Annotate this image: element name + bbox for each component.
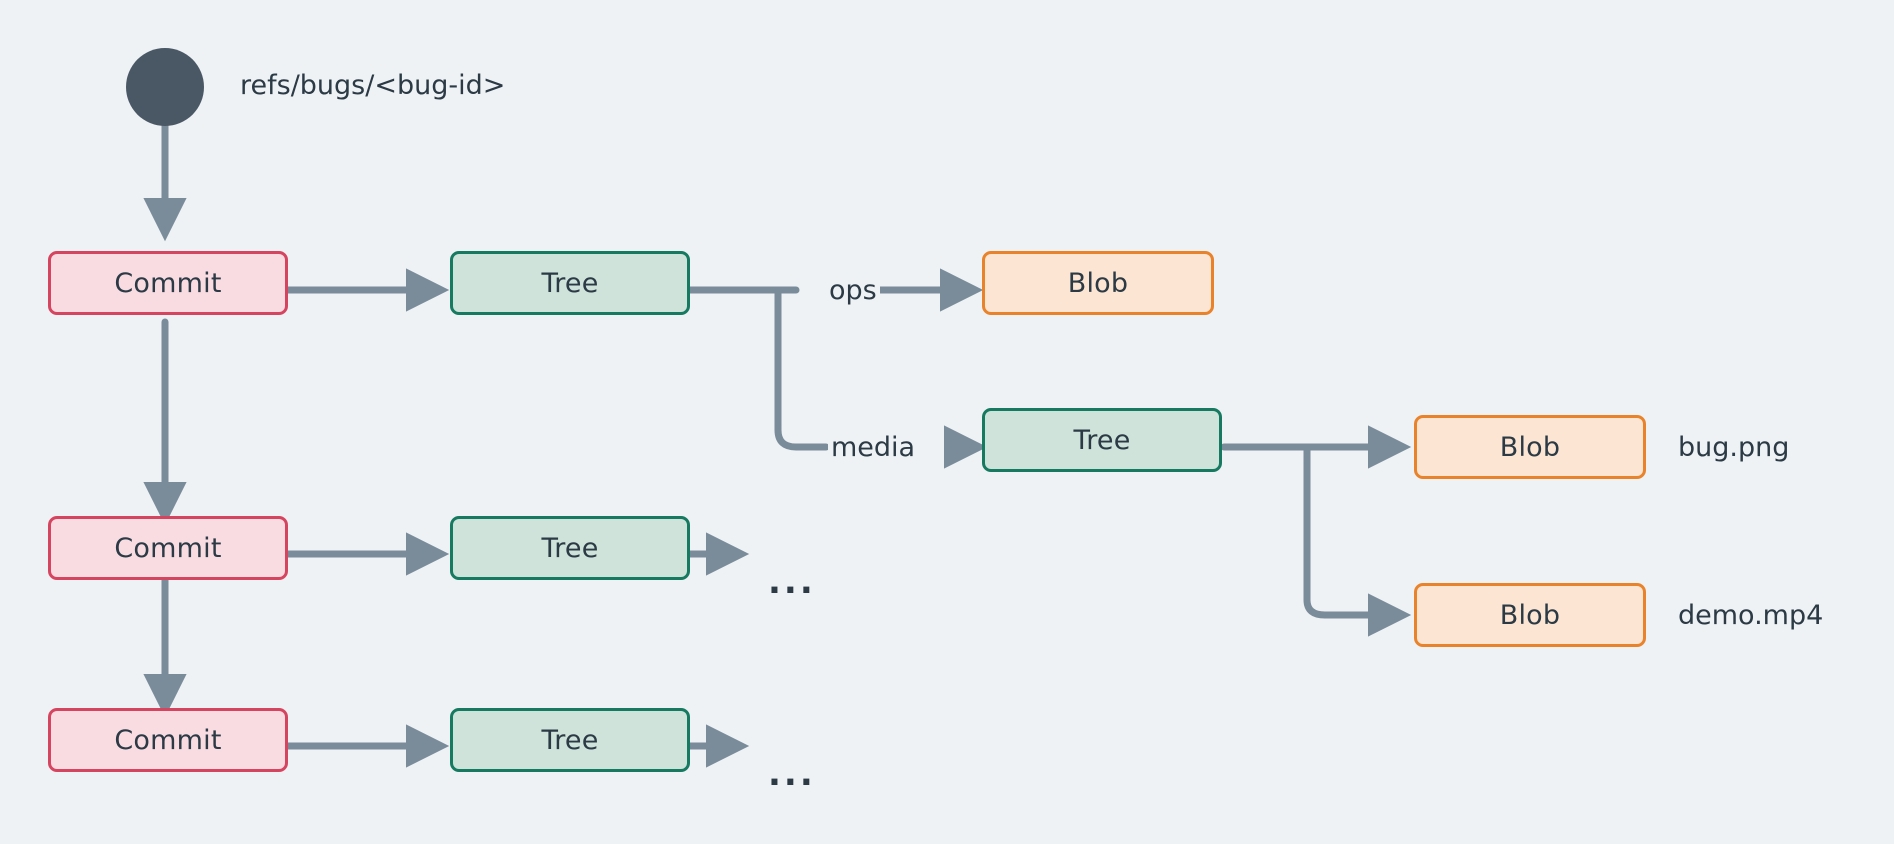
node-label: Tree bbox=[541, 724, 599, 756]
file-label-demo-mp4: demo.mp4 bbox=[1678, 600, 1824, 631]
edge-label-media: media bbox=[828, 434, 919, 461]
node-label: Tree bbox=[541, 532, 599, 564]
edge-label-ops: ops bbox=[826, 277, 880, 304]
node-label: Commit bbox=[114, 532, 222, 564]
node-label: Tree bbox=[541, 267, 599, 299]
node-blob-demo-mp4[interactable]: Blob bbox=[1414, 583, 1646, 647]
continuation-ellipsis-row3: ... bbox=[768, 754, 816, 794]
file-label-bug-png: bug.png bbox=[1678, 432, 1790, 463]
node-tree-media[interactable]: Tree bbox=[982, 408, 1222, 472]
node-tree-2[interactable]: Tree bbox=[450, 516, 690, 580]
node-tree-3[interactable]: Tree bbox=[450, 708, 690, 772]
ref-label: refs/bugs/<bug-id> bbox=[240, 70, 506, 101]
node-label: Blob bbox=[1499, 431, 1561, 463]
node-label: Blob bbox=[1499, 599, 1561, 631]
node-label: Commit bbox=[114, 724, 222, 756]
continuation-ellipsis-row2: ... bbox=[768, 562, 816, 602]
node-label: Commit bbox=[114, 267, 222, 299]
node-label: Tree bbox=[1073, 424, 1131, 456]
ref-pointer-node[interactable] bbox=[126, 48, 204, 126]
node-blob-bug-png[interactable]: Blob bbox=[1414, 415, 1646, 479]
node-commit-1[interactable]: Commit bbox=[48, 251, 288, 315]
node-commit-2[interactable]: Commit bbox=[48, 516, 288, 580]
node-commit-3[interactable]: Commit bbox=[48, 708, 288, 772]
node-label: Blob bbox=[1067, 267, 1129, 299]
node-blob-ops[interactable]: Blob bbox=[982, 251, 1214, 315]
node-tree-1[interactable]: Tree bbox=[450, 251, 690, 315]
